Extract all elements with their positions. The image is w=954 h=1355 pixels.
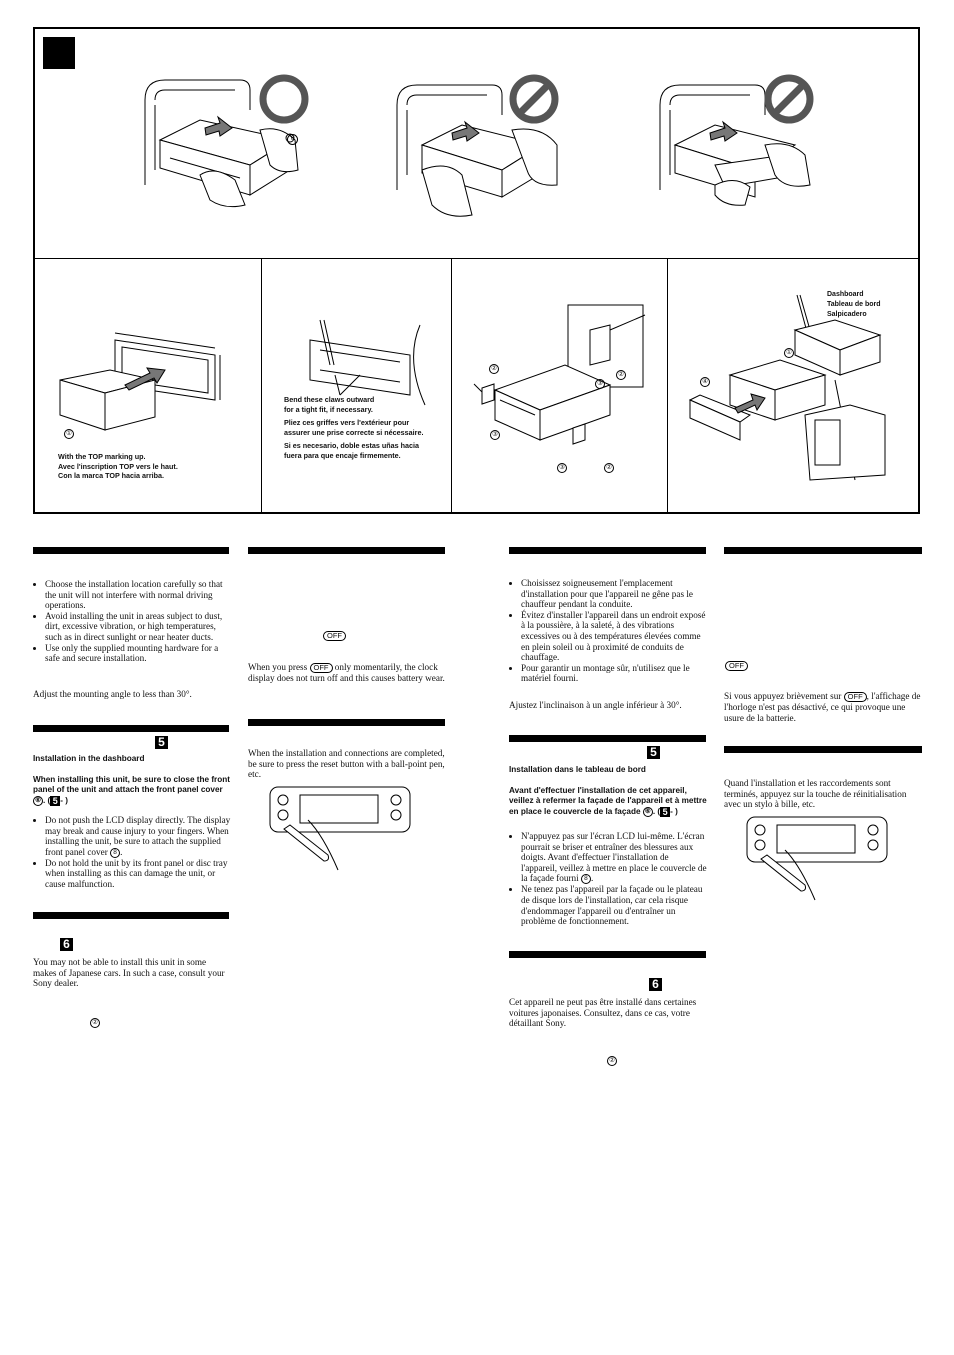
fr-angle-note: Ajustez l'inclinaison à un angle inférie… — [509, 700, 682, 710]
fr-dash-warning: Avant d'effectuer l'installation de cet … — [509, 786, 707, 817]
callout-sleeve: ① — [64, 423, 74, 441]
fr-off-note: Si vous appuyez brièvement sur OFF, l'af… — [724, 691, 921, 723]
callout-front-cover: 6 — [287, 133, 298, 145]
off-button-label: OFF — [323, 625, 346, 643]
callout-screw: ② — [489, 358, 499, 376]
section-6-marker: 6 — [60, 938, 73, 951]
panel-divider — [667, 259, 668, 513]
section-5-marker: 5 — [155, 736, 168, 749]
section-rule — [509, 951, 706, 958]
step-marker — [43, 37, 75, 69]
caption-bend-claws: Bend these claws outward for a tight fit… — [284, 395, 424, 460]
prohibited-icon — [764, 74, 814, 124]
callout-frame: ④ — [700, 371, 710, 389]
install-correct-illustration — [144, 79, 299, 208]
callout-screw: ② — [616, 364, 626, 382]
panel-divider — [261, 259, 262, 513]
section-rule — [248, 547, 445, 554]
en-dash-bullets: Do not push the LCD display directly. Th… — [33, 815, 231, 890]
callout-bracket: ③ — [490, 424, 500, 442]
section-rule — [33, 547, 229, 554]
en-callout-2: ② — [90, 1012, 100, 1030]
section-rule — [33, 725, 229, 732]
illustration-frame — [33, 27, 920, 514]
en-angle-note: Adjust the mounting angle to less than 3… — [33, 689, 192, 699]
section-rule — [724, 746, 922, 753]
fr-dash-heading: Installation dans le tableau de bord — [509, 765, 646, 774]
panel-divider — [451, 259, 452, 513]
prohibited-icon — [509, 74, 559, 124]
section-5-marker: 5 — [647, 746, 660, 759]
fr-dash-bullets: N'appuyez pas sur l'écran LCD lui-même. … — [509, 831, 707, 927]
frame-divider — [35, 258, 919, 259]
bracket-mounting-illustration — [473, 304, 646, 445]
callout-sleeve: ① — [784, 342, 794, 360]
section-rule — [509, 735, 706, 742]
fr-callout-2: ② — [607, 1050, 617, 1068]
en-dash-warning: When installing this unit, be sure to cl… — [33, 775, 230, 806]
callout-bracket: ③ — [595, 373, 605, 391]
install-wrong-illustration-1 — [396, 84, 558, 217]
install-wrong-illustration-2 — [659, 84, 811, 206]
off-button-label: OFF — [725, 655, 748, 673]
section-rule — [724, 547, 922, 554]
dashboard-installation-illustration — [688, 294, 886, 481]
dashboard-label: Dashboard Tableau de bord Salpicadero — [827, 291, 881, 318]
fr-reset-note: Quand l'installation et les raccordement… — [724, 778, 907, 810]
sleeve-frame-illustration — [59, 332, 221, 431]
caption-top-marking: With the TOP marking up. Avec l'inscript… — [58, 452, 178, 481]
section-rule — [33, 912, 229, 919]
reset-button-illustration — [269, 786, 411, 871]
section-6-marker: 6 — [649, 978, 662, 991]
callout-bracket: ③ — [557, 457, 567, 475]
en-dash-heading: Installation in the dashboard — [33, 754, 145, 763]
reset-button-illustration — [746, 816, 888, 901]
fr-precautions: Choisissez soigneusement l'emplacement d… — [509, 578, 707, 684]
section-rule — [248, 719, 445, 726]
fr-japanese-cars: Cet appareil ne peut pas être installé d… — [509, 997, 697, 1029]
ok-circle-icon — [259, 74, 309, 124]
en-reset-note: When the installation and connections ar… — [248, 748, 445, 780]
en-japanese-cars: You may not be able to install this unit… — [33, 957, 225, 989]
claws-illustration — [309, 319, 426, 406]
callout-screw: ② — [604, 457, 614, 475]
en-off-note: When you press OFF only momentarily, the… — [248, 662, 445, 683]
en-precautions: Choose the installation location careful… — [33, 579, 231, 664]
section-rule — [509, 547, 706, 554]
